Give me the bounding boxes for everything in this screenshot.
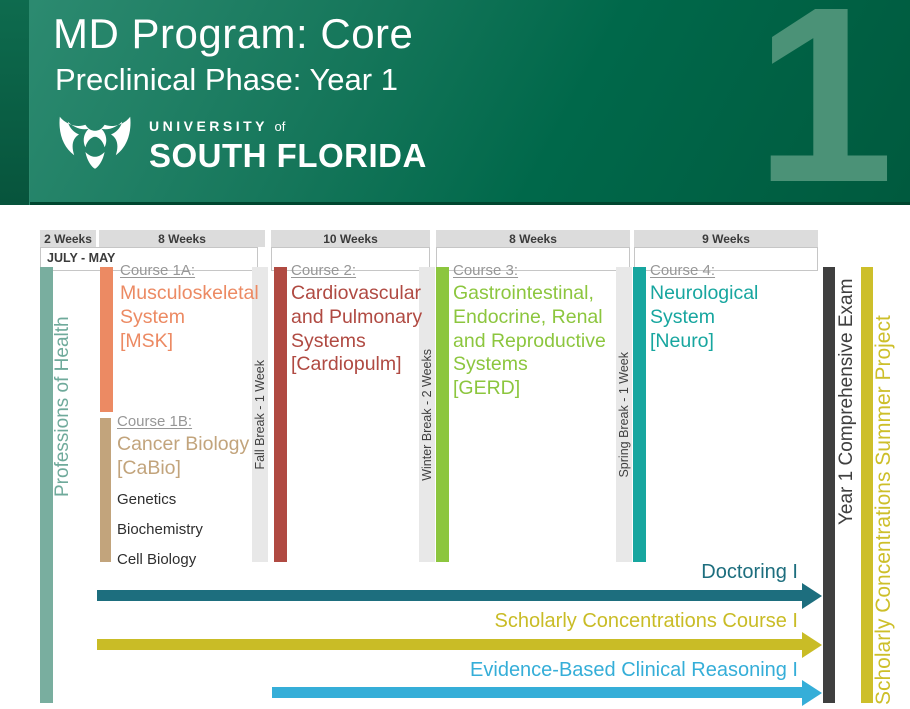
course-1b-block: Course 1B: Cancer Biology [CaBio] Geneti… xyxy=(117,413,292,581)
course-1b-topics: Genetics Biochemistry Cell Biology xyxy=(117,491,292,568)
header-left-accent-strip xyxy=(0,0,30,205)
fall-break-bar: Fall Break - 1 Week xyxy=(252,267,268,562)
doctoring-1-label: Doctoring I xyxy=(701,561,798,583)
doctoring-1-arrow-shaft xyxy=(97,590,803,601)
professions-of-health-bar xyxy=(40,267,53,703)
scholarly-concentrations-course-1-arrow xyxy=(97,631,822,658)
course-2-heading: Course 2: xyxy=(291,262,357,279)
winter-break-bar: Winter Break - 2 Weeks xyxy=(419,267,435,562)
usf-logo-university: UNIVERSITY xyxy=(149,118,269,134)
timeline-section-box-1 xyxy=(40,247,258,271)
course-1a-heading: Course 1A: xyxy=(120,262,196,279)
year-watermark-numeral: 1 xyxy=(754,0,894,234)
week-segment-10weeks: 10 Weeks xyxy=(271,230,430,247)
evidence-based-clinical-reasoning-1-arrow xyxy=(272,679,822,706)
course-1a-title: Musculoskeletal System [MSK] xyxy=(120,282,259,352)
timeline-section-box-3 xyxy=(436,247,630,271)
summer-project-bar xyxy=(861,267,873,703)
header-banner: 1 MD Program: Core Preclinical Phase: Ye… xyxy=(0,0,910,220)
professions-of-health-label: Professions of Health xyxy=(52,316,73,497)
course-4-title: Neurological System [Neuro] xyxy=(650,282,759,352)
ebcr-arrowhead-icon xyxy=(802,679,822,706)
spring-break-bar: Spring Break - 1 Week xyxy=(616,267,632,562)
page-subtitle: Preclinical Phase: Year 1 xyxy=(55,62,398,97)
timeline-section-box-2 xyxy=(271,247,430,271)
timeline-section-box-4 xyxy=(634,247,818,271)
scholarly-arrowhead-icon xyxy=(802,631,822,658)
course-1b-bar xyxy=(100,418,111,562)
usf-logo-text: UNIVERSITY of SOUTH FLORIDA xyxy=(149,118,427,175)
course-4-block: Course 4: Neurological System [Neuro] xyxy=(650,262,815,353)
course-1a-bar xyxy=(100,267,113,412)
course-2-bar xyxy=(274,267,287,562)
page-title: MD Program: Core xyxy=(53,10,414,57)
ebcr-arrow-shaft xyxy=(272,687,803,698)
course-1b-heading: Course 1B: xyxy=(117,413,193,430)
course-3-block: Course 3: Gastrointestinal, Endocrine, R… xyxy=(453,262,633,401)
week-segment-9weeks: 9 Weeks xyxy=(634,230,818,247)
usf-logo-of: of xyxy=(274,119,286,134)
course-2-title: Cardiovascular and Pulmonary Systems [Ca… xyxy=(291,282,423,376)
topic-biochemistry: Biochemistry xyxy=(117,520,203,538)
usf-logo: UNIVERSITY of SOUTH FLORIDA xyxy=(55,112,427,181)
year1-comprehensive-exam-label: Year 1 Comprehensive Exam xyxy=(836,278,857,525)
course-3-bar xyxy=(436,267,449,562)
course-4-heading: Course 4: xyxy=(650,262,716,279)
date-range-label: JULY - MAY xyxy=(47,251,116,265)
scholarly-arrow-shaft xyxy=(97,639,803,650)
scholarly-concentrations-course-1-label: Scholarly Concentrations Course I xyxy=(494,610,798,632)
usf-bull-logo-icon xyxy=(55,112,135,181)
week-segment-8weeks: 8 Weeks xyxy=(99,230,265,247)
topic-genetics: Genetics xyxy=(117,490,177,508)
scholarly-concentrations-summer-project-label: Scholarly Concentrations Summer Project xyxy=(872,315,895,705)
year1-exam-bar xyxy=(823,267,835,703)
week-segment-2weeks: 2 Weeks xyxy=(40,230,96,247)
doctoring-1-arrowhead-icon xyxy=(802,582,822,609)
topic-cell-biology: Cell Biology xyxy=(117,550,197,568)
course-1a-block: Course 1A: Musculoskeletal System [MSK] xyxy=(120,262,295,353)
course-3-heading: Course 3: xyxy=(453,262,519,279)
week-segment-8weeks-2: 8 Weeks xyxy=(436,230,630,247)
evidence-based-clinical-reasoning-1-label: Evidence-Based Clinical Reasoning I xyxy=(470,659,798,681)
course-3-title: Gastrointestinal, Endocrine, Renal and R… xyxy=(453,282,606,400)
course-2-block: Course 2: Cardiovascular and Pulmonary S… xyxy=(291,262,456,377)
course-4-bar xyxy=(633,267,646,562)
doctoring-1-arrow xyxy=(97,582,822,609)
course-1b-title: Cancer Biology [CaBio] xyxy=(117,433,250,479)
usf-logo-south-florida: SOUTH FLORIDA xyxy=(149,137,427,174)
